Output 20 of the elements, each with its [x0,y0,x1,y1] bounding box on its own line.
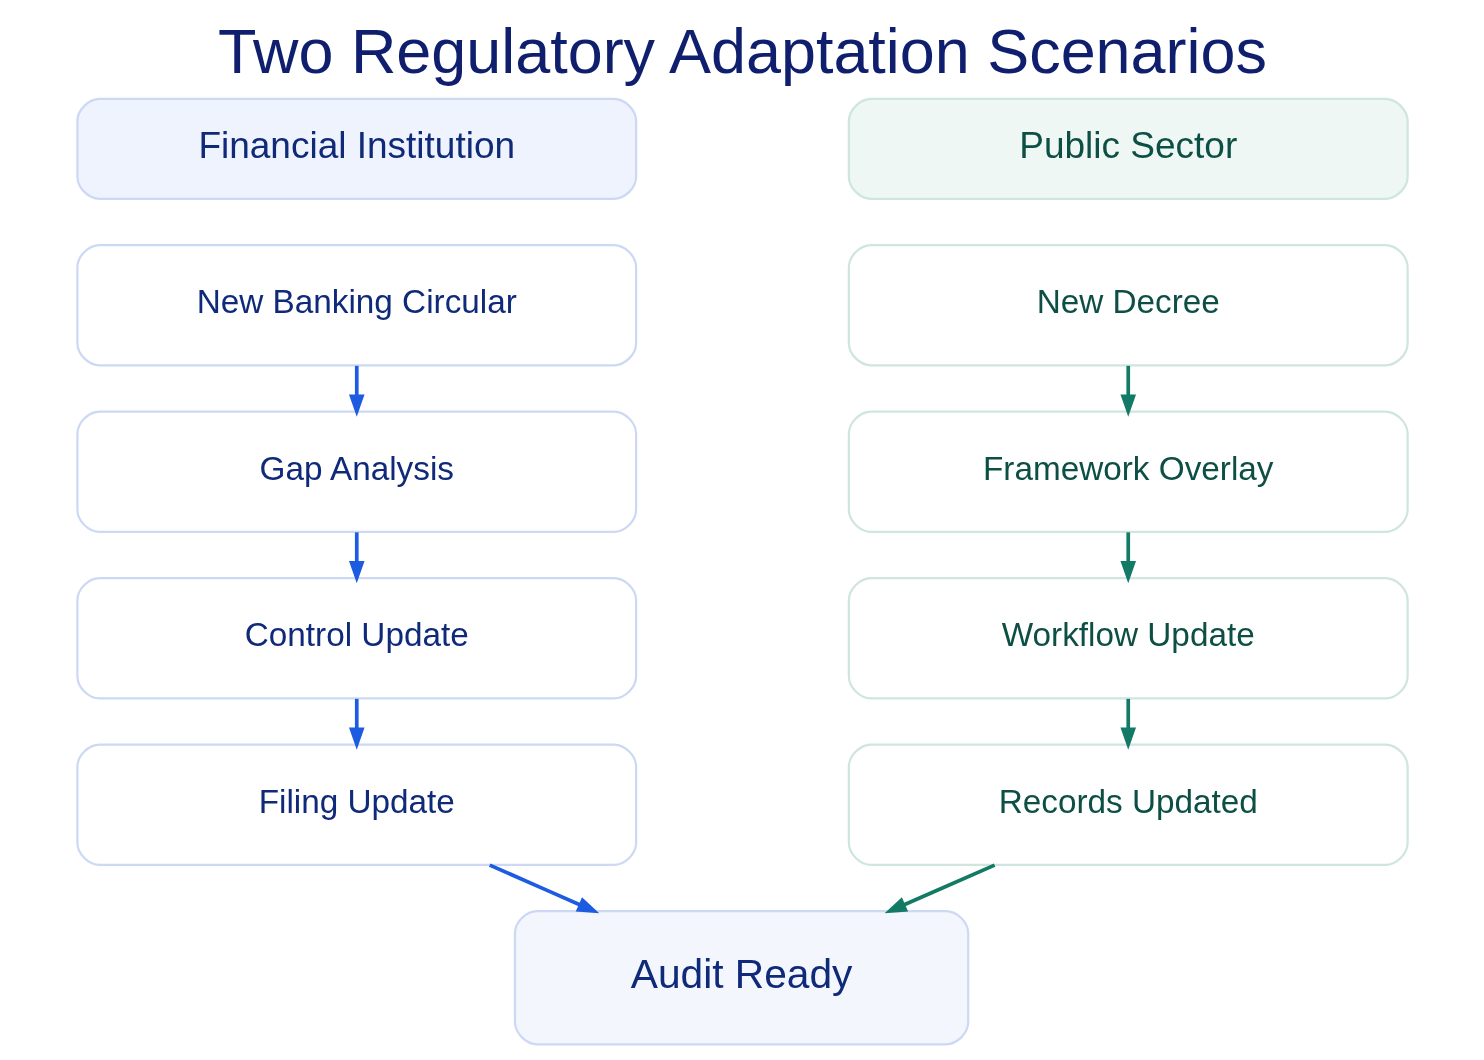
node-box: Framework Overlay [847,410,1409,533]
node-box: Workflow Update [847,577,1409,700]
arrow [488,863,599,914]
arrow [1119,365,1136,417]
diagram-title: Two Regulatory Adaptation Scenarios [217,16,1267,87]
node-box: Filing Update [75,743,637,866]
node-box: Control Update [75,577,637,700]
node-box: Financial Institution [75,97,637,200]
arrow [348,532,365,584]
arrow [1119,532,1136,584]
node-box: Public Sector [847,97,1409,200]
node-box: Records Updated [847,743,1409,866]
arrow [884,863,995,914]
node-box: New Banking Circular [75,244,637,367]
arrow [348,365,365,417]
node-box: Audit Ready [513,910,969,1046]
arrow [1119,698,1136,750]
node-box: Gap Analysis [75,410,637,533]
arrow [348,698,365,750]
node-box: New Decree [847,244,1409,367]
